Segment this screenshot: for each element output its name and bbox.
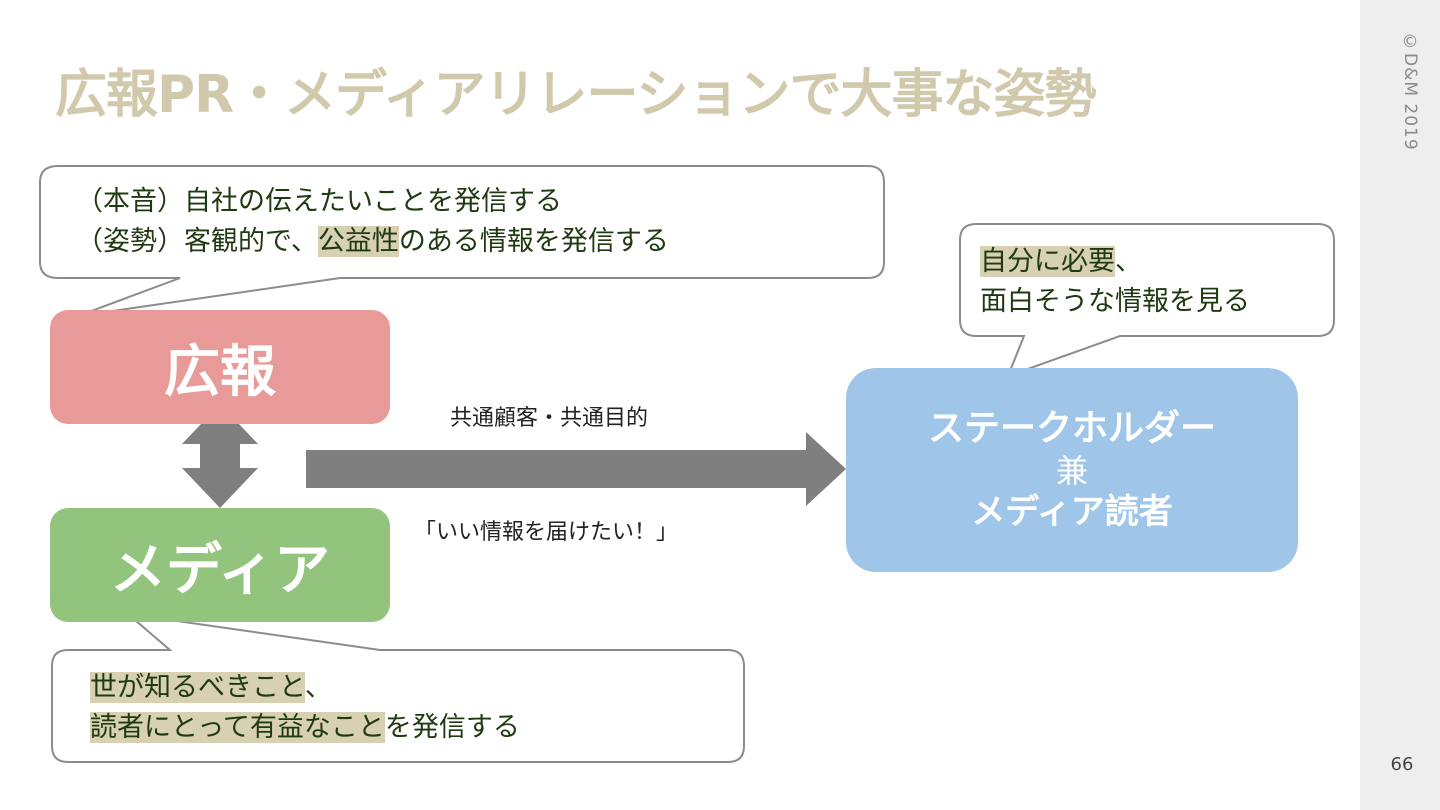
media-speech-line-1: 世が知るべきこと、: [90, 668, 520, 708]
edge-label-top: 共通顧客・共通目的: [450, 406, 649, 431]
edge-label-bottom: 「いい情報を届けたい！」: [414, 520, 679, 545]
stakeholder-speech-highlight: 自分に必要: [980, 246, 1115, 277]
media-speech-line-1-post: 、: [304, 672, 332, 703]
pr-speech-line-2-post: のある情報を発信する: [398, 226, 669, 257]
pr-box: 広報: [50, 310, 390, 424]
page-number: 66: [1390, 754, 1414, 775]
media-speech-highlight-2: 読者にとって有益なこと: [90, 712, 385, 743]
pr-speech-bubble: [39, 165, 885, 317]
double-arrow: [182, 404, 258, 508]
stakeholder-label-2: 兼: [1055, 452, 1088, 491]
stakeholder-label-3: メディア読者: [971, 492, 1173, 533]
media-speech-line-2: 読者にとって有益なことを発信する: [90, 708, 520, 748]
pr-speech-line-2: （姿勢）客観的で、公益性のある情報を発信する: [76, 222, 669, 262]
media-speech-text: 世が知るべきこと、 読者にとって有益なことを発信する: [90, 668, 520, 748]
stakeholder-speech-text: 自分に必要、 面白そうな情報を見る: [980, 242, 1250, 322]
pr-speech-highlight: 公益性: [317, 226, 399, 257]
media-label: メディア: [109, 537, 331, 603]
media-speech-highlight-1: 世が知るべきこと: [90, 672, 305, 703]
stakeholder-label-1: ステークホルダー: [927, 408, 1216, 450]
pr-speech-text: （本音）自社の伝えたいことを発信する （姿勢）客観的で、公益性のある情報を発信す…: [76, 182, 669, 262]
slide-title: 広報PR・メディアリレーションで大事な姿勢: [55, 65, 1096, 125]
stakeholder-box: ステークホルダー 兼 メディア読者: [846, 368, 1298, 572]
pr-speech-line-2-pre: （姿勢）客観的で、: [76, 226, 318, 257]
stakeholder-speech-line-1-post: 、: [1115, 246, 1142, 277]
pr-label: 広報: [164, 339, 276, 405]
media-speech-line-2-post: を発信する: [384, 712, 520, 743]
pr-speech-line-1: （本音）自社の伝えたいことを発信する: [76, 186, 562, 217]
right-sidebar: [1360, 0, 1440, 810]
stakeholder-speech-line-2: 面白そうな情報を見る: [980, 286, 1250, 317]
copyright: ©D&M 2019: [1400, 32, 1420, 151]
right-arrow: [306, 432, 846, 506]
media-box: メディア: [50, 508, 390, 622]
stakeholder-speech-line-1: 自分に必要、: [980, 242, 1250, 282]
